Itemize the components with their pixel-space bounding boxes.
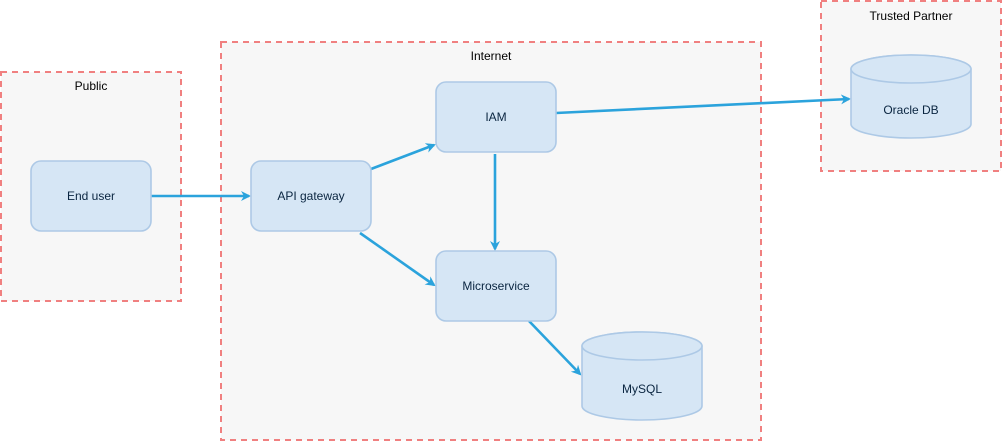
node-mysql-label: MySQL bbox=[622, 382, 662, 396]
zone-public-label: Public bbox=[75, 79, 108, 93]
node-api-gateway[interactable]: API gateway bbox=[250, 160, 372, 232]
node-mysql[interactable]: MySQL bbox=[581, 331, 703, 421]
node-oracle-db-label: Oracle DB bbox=[883, 103, 938, 117]
node-microservice[interactable]: Microservice bbox=[435, 250, 557, 322]
node-iam[interactable]: IAM bbox=[435, 81, 557, 153]
node-oracle-db[interactable]: Oracle DB bbox=[850, 54, 972, 139]
edge-microservice-to-mysql[interactable] bbox=[528, 320, 582, 376]
node-iam-label: IAM bbox=[485, 110, 506, 124]
node-end-user-label: End user bbox=[67, 189, 115, 203]
edge-api-gateway-to-microservice[interactable] bbox=[359, 231, 436, 287]
zone-trusted-partner-label: Trusted Partner bbox=[870, 9, 953, 23]
zone-internet-label: Internet bbox=[471, 49, 512, 63]
edge-api-gateway-to-iam[interactable] bbox=[370, 143, 436, 171]
node-microservice-label: Microservice bbox=[462, 279, 530, 293]
edge-iam-to-oracle-db[interactable] bbox=[555, 94, 851, 115]
node-end-user[interactable]: End user bbox=[30, 160, 152, 232]
edges bbox=[151, 94, 851, 376]
node-api-gateway-label: API gateway bbox=[277, 189, 344, 203]
